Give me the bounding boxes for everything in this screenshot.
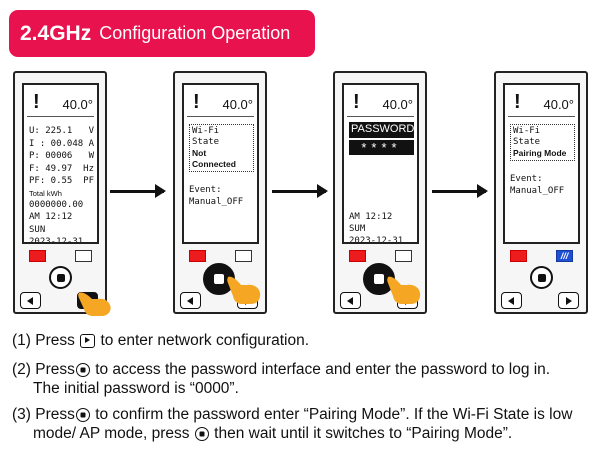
stop-square-icon [374, 274, 384, 284]
screen-time: AM 12:12 SUN [29, 212, 73, 235]
device-screen: ! 40.0° Wi-Fi State Not Connected Event:… [182, 83, 259, 244]
flow-arrow-3 [432, 184, 488, 198]
pointing-hand-icon [387, 276, 421, 304]
screen-time: AM 12:12 SUM [349, 212, 393, 234]
temperature-readout: 40.0° [222, 97, 253, 112]
event-value: Manual_OFF [189, 197, 244, 207]
status-led-red [189, 250, 206, 262]
total-kwh-label: Total kWh [29, 188, 62, 198]
password-field: **** [349, 139, 414, 155]
device-screen: ! 40.0° Wi-Fi State Pairing Mode Event: … [503, 83, 580, 244]
wifi-state-label: Wi-Fi State [192, 126, 220, 147]
screen-date: 2023-12-31 [29, 237, 84, 244]
triangle-left-icon [508, 297, 514, 305]
instruction-step-3: (3) Press to confirm the password enter … [12, 406, 573, 442]
title-text: Configuration Operation [99, 23, 291, 43]
wifi-state-value: Pairing Mode [513, 148, 567, 158]
status-led-wifi-pairing: /// [556, 250, 573, 262]
title-badge: 2.4GHz Configuration Operation [9, 10, 315, 57]
status-led-red [510, 250, 527, 262]
password-label: PASSWORD [349, 122, 414, 138]
wifi-state-box: Wi-Fi State Pairing Mode [510, 124, 575, 161]
device-panel-pairing: ! 40.0° Wi-Fi State Pairing Mode Event: … [494, 71, 588, 314]
stop-square-icon [56, 273, 65, 282]
alert-icon: ! [353, 91, 360, 113]
stop-square-icon [214, 274, 224, 284]
screen-divider [187, 116, 254, 117]
instruction-step-1: (1) Press to enter network configuration… [12, 332, 310, 349]
total-kwh-value: 0000000.00 [29, 199, 84, 210]
wifi-state-value: Not Connected [192, 148, 236, 169]
event-value: Manual_OFF [510, 186, 565, 196]
right-button[interactable] [558, 292, 579, 309]
screen-divider [27, 116, 94, 117]
device-panel-password: ! 40.0° PASSWORD **** AM 12:12 SUM 2023-… [333, 71, 427, 314]
screen-divider [508, 116, 575, 117]
device-panel-wifi-state: ! 40.0° Wi-Fi State Not Connected Event:… [173, 71, 267, 314]
flow-arrow-1 [110, 184, 166, 198]
triangle-right-icon [566, 297, 572, 305]
left-button[interactable] [501, 292, 522, 309]
screen-date: 2023-12-31 [349, 236, 404, 244]
stop-square-icon [537, 273, 546, 282]
confirm-button-icon [194, 427, 209, 441]
title-frequency: 2.4GHz [20, 21, 92, 45]
alert-icon: ! [33, 91, 40, 113]
left-button[interactable] [20, 292, 41, 309]
temperature-readout: 40.0° [543, 97, 574, 112]
event-label: Event: [510, 174, 543, 184]
device-screen: ! 40.0° PASSWORD **** AM 12:12 SUM 2023-… [342, 83, 419, 244]
left-button[interactable] [340, 292, 361, 309]
confirm-button-icon [75, 408, 90, 422]
temperature-readout: 40.0° [382, 97, 413, 112]
status-led-wifi [75, 250, 92, 262]
screen-divider [347, 116, 414, 117]
event-label: Event: [189, 185, 222, 195]
wifi-state-box: Wi-Fi State Not Connected [189, 124, 254, 172]
status-led-wifi [235, 250, 252, 262]
pointing-hand-icon [227, 276, 261, 304]
alert-icon: ! [514, 91, 521, 113]
right-button-icon [80, 334, 96, 348]
confirm-button-icon [75, 363, 90, 377]
wifi-state-label: Wi-Fi State [513, 126, 541, 147]
status-led-wifi [395, 250, 412, 262]
pointing-hand-icon [78, 292, 111, 316]
confirm-button[interactable] [530, 266, 553, 289]
confirm-button[interactable] [49, 266, 72, 289]
left-button[interactable] [180, 292, 201, 309]
status-led-red [29, 250, 46, 262]
triangle-left-icon [187, 297, 193, 305]
alert-icon: ! [193, 91, 200, 113]
temperature-readout: 40.0° [62, 97, 93, 112]
status-led-red [349, 250, 366, 262]
triangle-left-icon [347, 297, 353, 305]
instruction-step-2: (2) Press to access the password interfa… [12, 361, 551, 397]
triangle-left-icon [27, 297, 33, 305]
flow-arrow-2 [272, 184, 328, 198]
